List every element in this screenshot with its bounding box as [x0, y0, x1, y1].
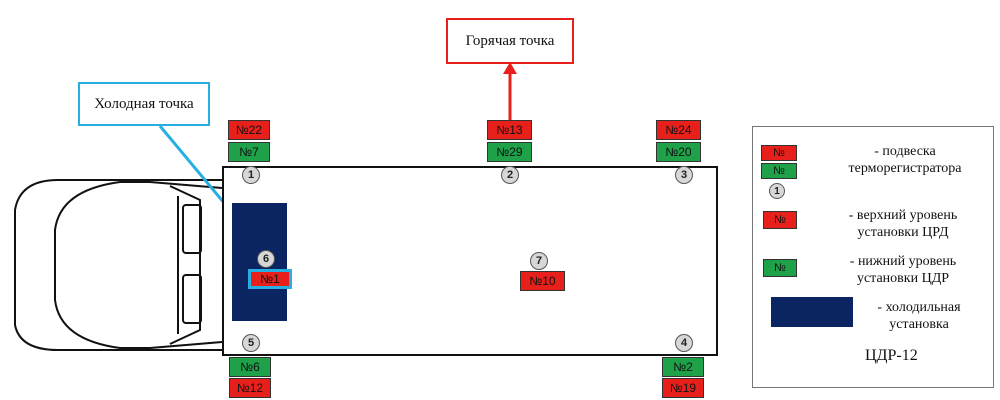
point-6: 6	[257, 250, 275, 268]
sensor-tag-19: №19	[662, 378, 704, 398]
sensor-tag-7: №7	[228, 142, 270, 162]
sensor-tag-12: №12	[229, 378, 271, 398]
sensor-tag-20: №20	[656, 142, 701, 162]
legend-suspension-text: - подвеска терморегистратора	[848, 144, 962, 176]
legend-lower-level-text: - нижний уровень установки ЦДР	[849, 254, 957, 286]
sensor-tag-29: №29	[487, 142, 532, 162]
sensor-tag-1: №1	[248, 269, 292, 289]
legend-cold-text: - холодильная установка	[877, 300, 961, 332]
sensor-tag-6: №6	[229, 357, 271, 377]
hot-point-label: Горячая точка	[465, 32, 555, 49]
point-3: 3	[675, 166, 693, 184]
cold-point-label: Холодная точка	[94, 95, 194, 112]
point-2: 2	[501, 166, 519, 184]
sensor-tag-24: №24	[656, 120, 701, 140]
point-4: 4	[675, 334, 693, 352]
point-5: 5	[242, 334, 260, 352]
sensor-tag-2: №2	[662, 357, 704, 377]
cold-point-callout: Холодная точка	[78, 82, 210, 126]
cargo-body	[222, 166, 718, 356]
legend-panel: № № 1 - подвеска терморегистратора № - в…	[752, 126, 994, 388]
legend-lower-tag: №	[761, 163, 797, 179]
legend-cold-swatch	[771, 297, 853, 327]
point-7: 7	[530, 252, 548, 270]
point-1: 1	[242, 166, 260, 184]
sensor-tag-13: №13	[487, 120, 532, 140]
legend-circle: 1	[769, 183, 785, 199]
sensor-tag-10: №10	[520, 271, 565, 291]
legend-upper-level-text: - верхний уровень установки ЦРД	[848, 208, 958, 240]
hot-point-callout: Горячая точка	[446, 18, 574, 64]
legend-model-label: ЦДР-12	[865, 347, 918, 364]
legend-red-tag: №	[763, 211, 797, 229]
sensor-tag-22: №22	[228, 120, 270, 140]
legend-green-tag: №	[763, 259, 797, 277]
legend-upper-tag: №	[761, 145, 797, 161]
